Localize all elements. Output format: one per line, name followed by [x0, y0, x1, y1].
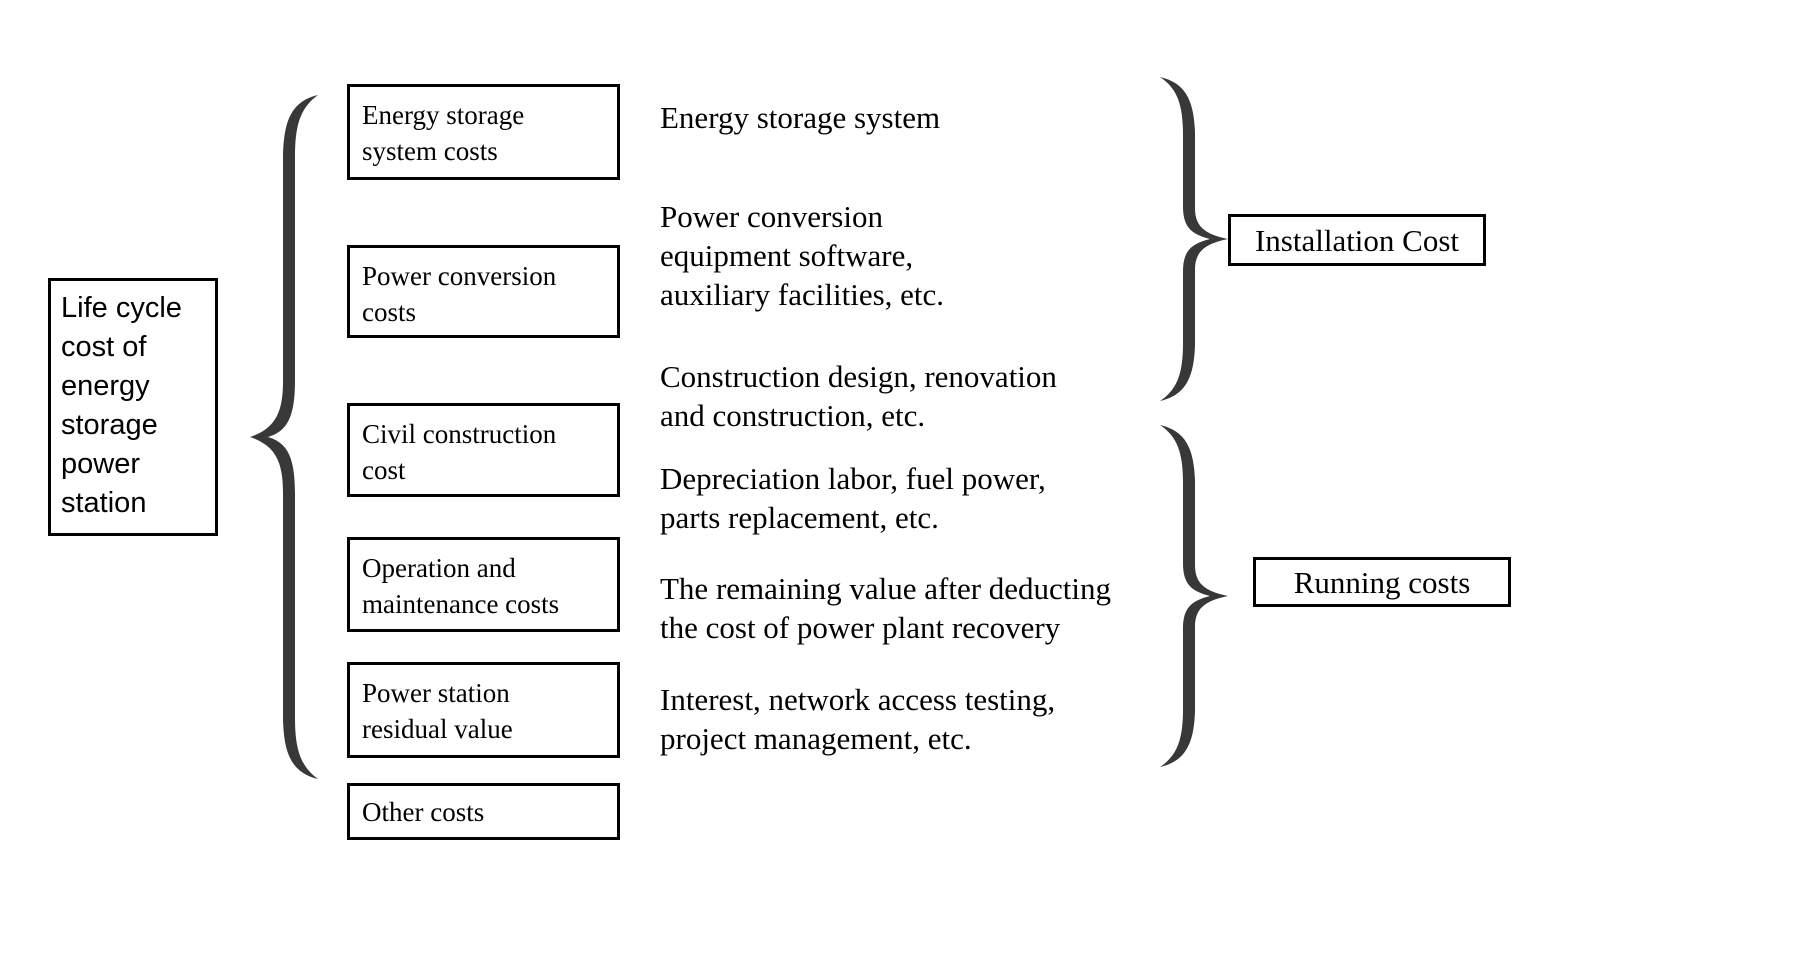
cost-box-other-costs: Other costs [347, 783, 620, 840]
root-node-life-cycle-cost: Life cycle cost of energy storage power … [48, 278, 218, 536]
description-operation-and-maintenance-costs: Depreciation labor, fuel power, parts re… [660, 461, 1046, 535]
cost-box-power-conversion-costs: Power conversion costs [347, 245, 620, 338]
description-power-conversion-costs: Power conversion equipment software, aux… [660, 199, 945, 312]
description-other-costs: Interest, network access testing, projec… [660, 682, 1056, 756]
installation-cost-brace [1158, 74, 1230, 404]
cost-box-power-station-residual-value: Power station residual value [347, 662, 620, 758]
cost-box-energy-storage-system-costs: Energy storage system costs [347, 84, 620, 180]
group-box-running-costs: Running costs [1253, 557, 1511, 607]
description-energy-storage-system-costs: Energy storage system [660, 100, 941, 135]
description-civil-construction-cost: Construction design, renovation and cons… [660, 359, 1057, 433]
cost-box-operation-and-maintenance-costs: Operation and maintenance costs [347, 537, 620, 632]
left-grouping-brace [248, 92, 320, 782]
cost-box-civil-construction-cost: Civil construction cost [347, 403, 620, 497]
description-power-station-residual-value: The remaining value after deducting the … [660, 571, 1112, 645]
group-box-installation-cost: Installation Cost [1228, 214, 1486, 266]
running-costs-brace [1158, 422, 1230, 770]
